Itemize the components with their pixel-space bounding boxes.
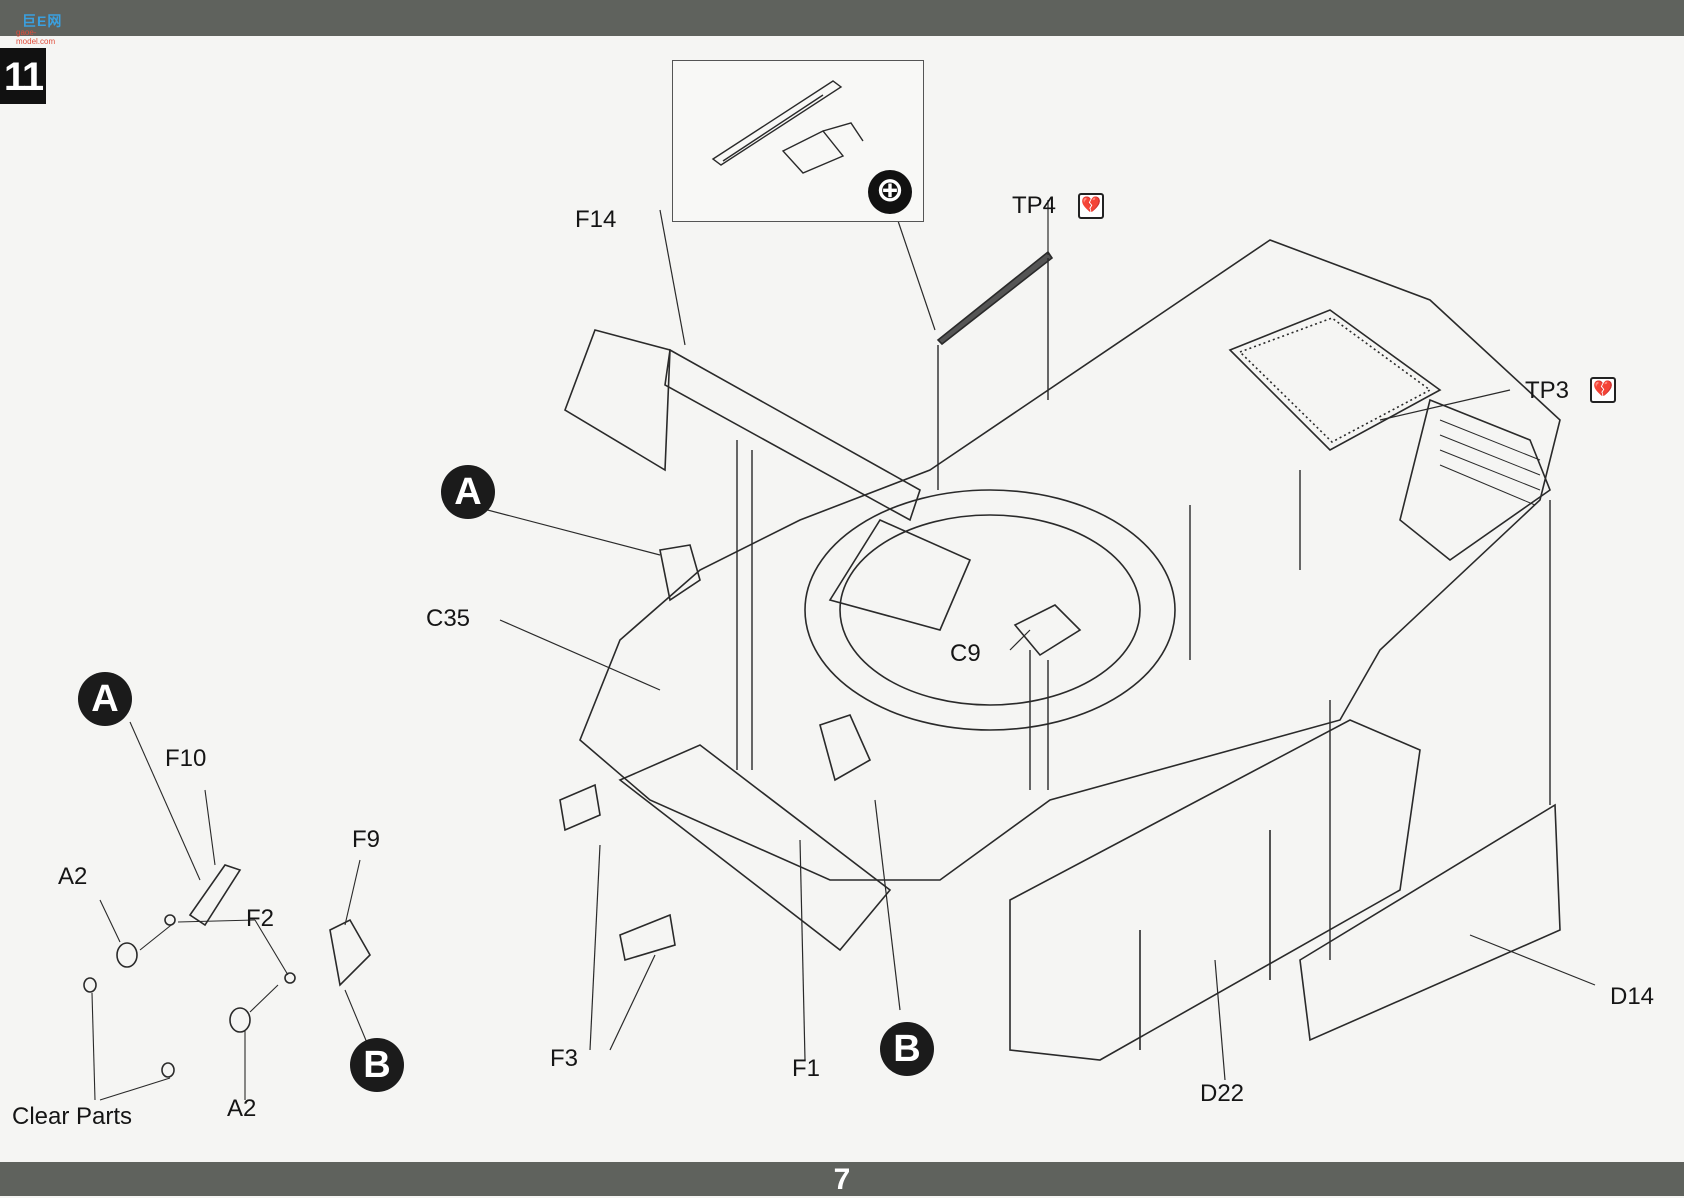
part-tp4-mesh (936, 250, 1054, 346)
label-a2-bottom: A2 (227, 1095, 257, 1122)
label-f1: F1 (792, 1055, 821, 1082)
marker-a-detail: A (78, 672, 132, 726)
part-f2-lower (284, 972, 296, 984)
part-c9 (1013, 604, 1082, 657)
label-d22: D22 (1200, 1080, 1245, 1107)
page-number: 7 (833, 1163, 851, 1196)
clear-lens-lower (161, 1062, 175, 1078)
label-tp3: TP3 (1525, 377, 1570, 404)
part-f14-wing (828, 518, 972, 631)
label-f2: F2 (246, 905, 275, 932)
label-f9: F9 (352, 826, 381, 853)
part-f9 (329, 918, 371, 987)
part-b-assembly (819, 714, 872, 782)
label-f10: F10 (165, 745, 207, 772)
logo-url: gaoe-model.com (16, 28, 56, 46)
footer-bar (0, 1162, 1684, 1196)
upper-hull-outline (579, 239, 1561, 881)
part-f14-bar (664, 348, 921, 522)
logo: 巨E网 gaoe-model.com (8, 6, 70, 46)
broken-heart-icon: 💔 (1078, 193, 1104, 219)
marker-a-main: A (441, 465, 495, 519)
engine-grille (1228, 309, 1442, 451)
label-f14: F14 (575, 206, 617, 233)
part-f1-plate (618, 744, 892, 952)
part-f2-upper (164, 914, 176, 926)
clear-lens-upper (83, 977, 97, 993)
part-d22-skirt (1009, 719, 1421, 1061)
part-a2-lower (229, 1007, 251, 1033)
label-f3: F3 (550, 1045, 579, 1072)
marker-b-main: B (880, 1022, 934, 1076)
label-tp4: TP4 (1012, 192, 1057, 219)
step-number: 11 (0, 48, 46, 104)
part-f14-plate (564, 329, 671, 472)
part-d14-skirt (1299, 803, 1561, 1042)
turret-ring (804, 489, 1176, 731)
header-bar (0, 0, 1684, 36)
detail-zoom-drawing (711, 80, 864, 174)
part-a-assembly (659, 544, 701, 602)
label-clear-parts: Clear Parts (12, 1103, 133, 1130)
zoom-in-icon: ⊕ (868, 170, 912, 214)
label-a2-top: A2 (58, 863, 88, 890)
broken-heart-icon: 💔 (1590, 377, 1616, 403)
logo-text: 巨E网 (22, 13, 63, 29)
marker-b-detail: B (350, 1038, 404, 1092)
label-d14: D14 (1610, 983, 1655, 1010)
part-a2-upper (116, 942, 138, 968)
rear-block (1399, 398, 1551, 561)
label-c35: C35 (426, 605, 471, 632)
label-c9: C9 (950, 640, 981, 667)
part-f3-upper (559, 783, 601, 832)
part-f3-lower (619, 913, 676, 962)
